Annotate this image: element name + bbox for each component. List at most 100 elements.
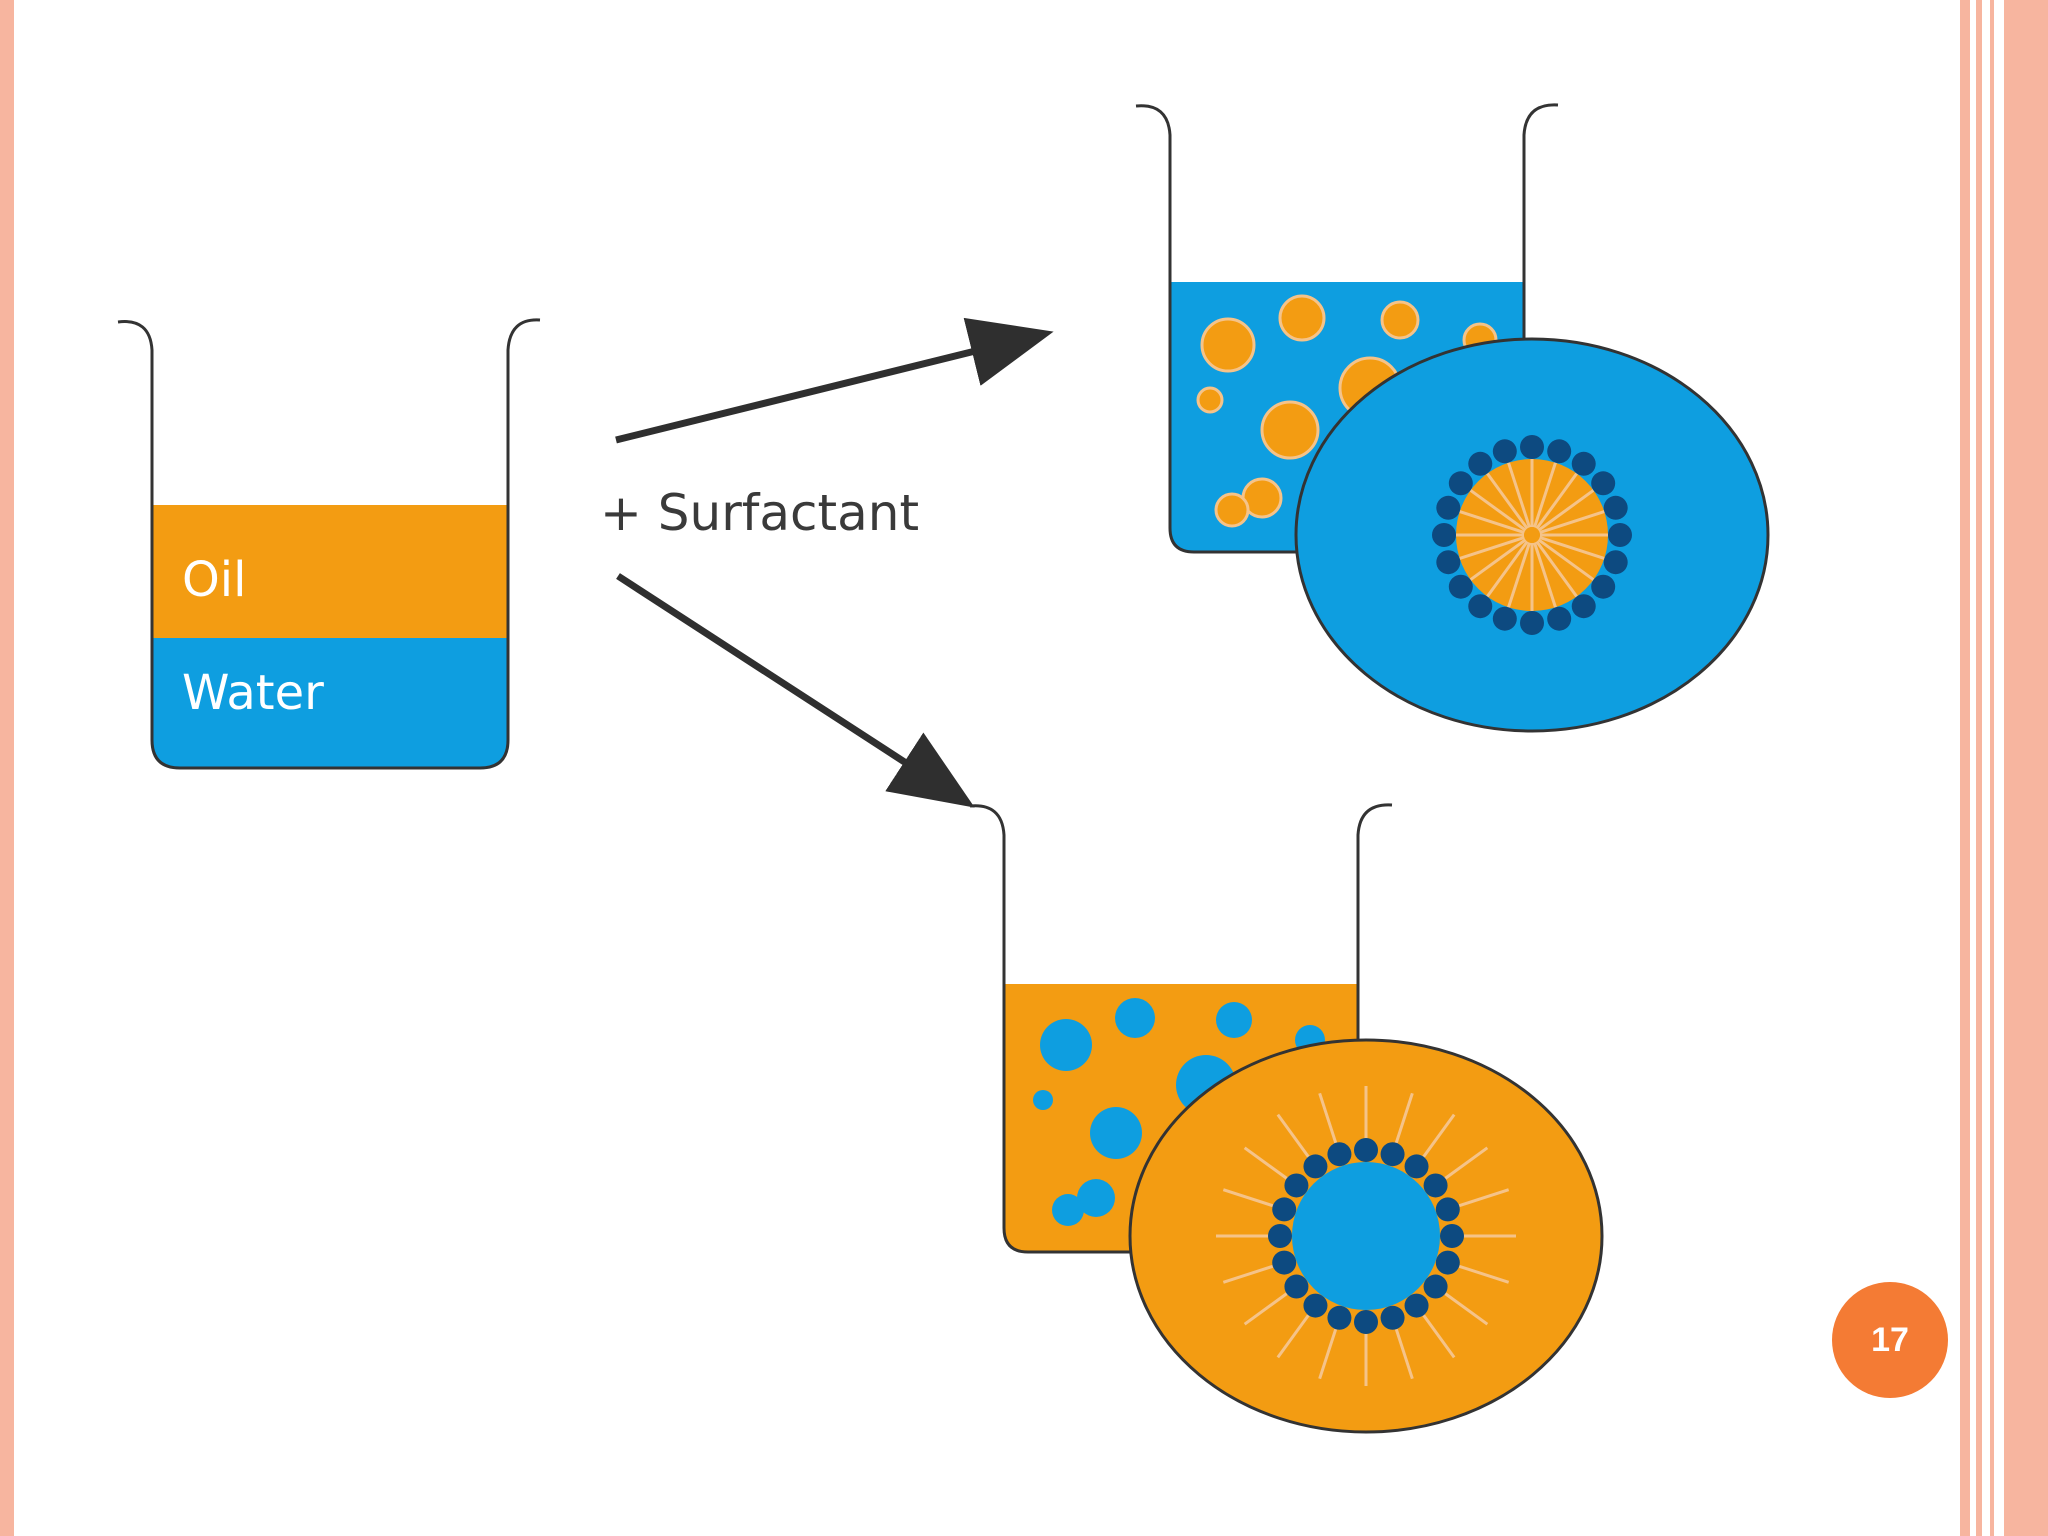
surfactant-head <box>1520 611 1544 635</box>
surfactant-head <box>1303 1293 1328 1318</box>
surfactant-tail <box>1243 1292 1288 1326</box>
arrow-to-oil-in-water <box>615 317 1054 444</box>
surfactant-tail <box>1535 472 1578 530</box>
surfactant-tail <box>1507 542 1531 608</box>
surfactant-head <box>1468 594 1493 619</box>
surfactant-head <box>1468 451 1493 476</box>
surfactant-tail <box>1469 489 1527 532</box>
surfactant-head <box>1448 574 1473 599</box>
surfactant-tail <box>1318 1328 1338 1380</box>
surfactant-head <box>1272 1250 1297 1275</box>
oil-droplet <box>1196 386 1224 414</box>
surfactant-head <box>1436 550 1461 575</box>
surfactant-head <box>1380 1305 1405 1330</box>
oil-label: Oil <box>182 552 246 608</box>
surfactant-heads <box>1268 1138 1464 1334</box>
page-number-badge: 17 <box>1832 1282 1948 1398</box>
water-droplet <box>1090 1107 1142 1159</box>
surfactant-tail <box>1539 510 1605 534</box>
surfactant-head <box>1354 1310 1378 1334</box>
surfactant-tail <box>1533 462 1557 528</box>
surfactant-head <box>1435 1250 1460 1275</box>
surfactant-tail <box>1394 1092 1414 1144</box>
water-droplet <box>1052 1194 1084 1226</box>
surfactant-head <box>1272 1197 1297 1222</box>
surfactant-head <box>1284 1173 1309 1198</box>
surfactant-tail <box>1243 1146 1288 1180</box>
oil-droplet <box>1380 300 1420 340</box>
surfactant-tail <box>1444 1146 1489 1180</box>
surfactant-heads <box>1432 435 1632 635</box>
right-frame-strip-2 <box>1976 0 1982 1536</box>
oil-droplet <box>1278 294 1326 342</box>
surfactant-head <box>1571 451 1596 476</box>
surfactant-tail <box>1507 462 1531 528</box>
surfactant-head <box>1303 1154 1328 1179</box>
surfactant-tail <box>1535 540 1578 598</box>
surfactant-head <box>1547 606 1572 631</box>
micelle-oil-in-water <box>1294 337 1770 733</box>
surfactant-tail <box>1422 1314 1456 1359</box>
surfactant-head <box>1327 1142 1352 1167</box>
right-frame-strip-1 <box>1960 0 1970 1536</box>
right-frame-strip-4 <box>2004 0 2048 1536</box>
surfactant-head <box>1448 471 1473 496</box>
beaker-oil-water: Oil Water <box>117 318 541 770</box>
surfactant-head <box>1432 523 1456 547</box>
water-droplet <box>1077 1179 1115 1217</box>
surfactant-tail <box>1486 540 1529 598</box>
micelle-water-core <box>1292 1162 1440 1310</box>
surfactant-tails <box>1456 459 1608 611</box>
water-droplet <box>1115 998 1155 1038</box>
surfactant-head <box>1404 1293 1429 1318</box>
surfactant-tail <box>1458 1188 1510 1208</box>
surfactant-head <box>1268 1224 1292 1248</box>
surfactant-tail <box>1222 1188 1274 1208</box>
micelle-water-in-oil <box>1128 1038 1604 1434</box>
surfactant-head <box>1440 1224 1464 1248</box>
surfactant-head <box>1492 606 1517 631</box>
surfactant-tail <box>1318 1092 1338 1144</box>
oil-droplet <box>1260 400 1320 460</box>
surfactant-tail <box>1444 1292 1489 1326</box>
surfactant-head <box>1591 574 1616 599</box>
surfactant-label: + Surfactant <box>600 484 919 542</box>
water-droplet <box>1216 1002 1252 1038</box>
arrow-to-water-in-oil <box>616 573 975 808</box>
surfactant-head <box>1571 594 1596 619</box>
surfactant-tail <box>1276 1314 1310 1359</box>
surfactant-head <box>1354 1138 1378 1162</box>
surfactant-head <box>1603 495 1628 520</box>
surfactant-head <box>1520 435 1544 459</box>
right-frame-strip-3 <box>1990 0 1994 1536</box>
water-droplet <box>1033 1090 1053 1110</box>
surfactant-head <box>1423 1274 1448 1299</box>
surfactant-head <box>1603 550 1628 575</box>
surfactant-tail <box>1222 1264 1274 1284</box>
surfactant-tail <box>1537 489 1595 532</box>
surfactant-tail <box>1458 1264 1510 1284</box>
surfactant-head <box>1435 1197 1460 1222</box>
surfactant-head <box>1436 495 1461 520</box>
surfactant-head <box>1404 1154 1429 1179</box>
surfactant-tail <box>1459 510 1525 534</box>
surfactant-tail <box>1469 538 1527 581</box>
water-droplet <box>1040 1019 1092 1071</box>
surfactant-head <box>1284 1274 1309 1299</box>
oil-droplet <box>1200 317 1256 373</box>
surfactant-head <box>1327 1305 1352 1330</box>
surfactant-tail <box>1459 536 1525 560</box>
water-label: Water <box>182 665 324 721</box>
oil-droplet <box>1214 492 1250 528</box>
surfactant-head <box>1608 523 1632 547</box>
surfactant-head <box>1380 1142 1405 1167</box>
surfactant-tails <box>1216 1086 1516 1386</box>
water-droplets <box>1033 998 1325 1226</box>
surfactant-tail <box>1422 1113 1456 1158</box>
left-frame-border <box>0 0 14 1536</box>
surfactant-head <box>1423 1173 1448 1198</box>
surfactant-tail <box>1276 1113 1310 1158</box>
water-layer <box>152 638 508 768</box>
